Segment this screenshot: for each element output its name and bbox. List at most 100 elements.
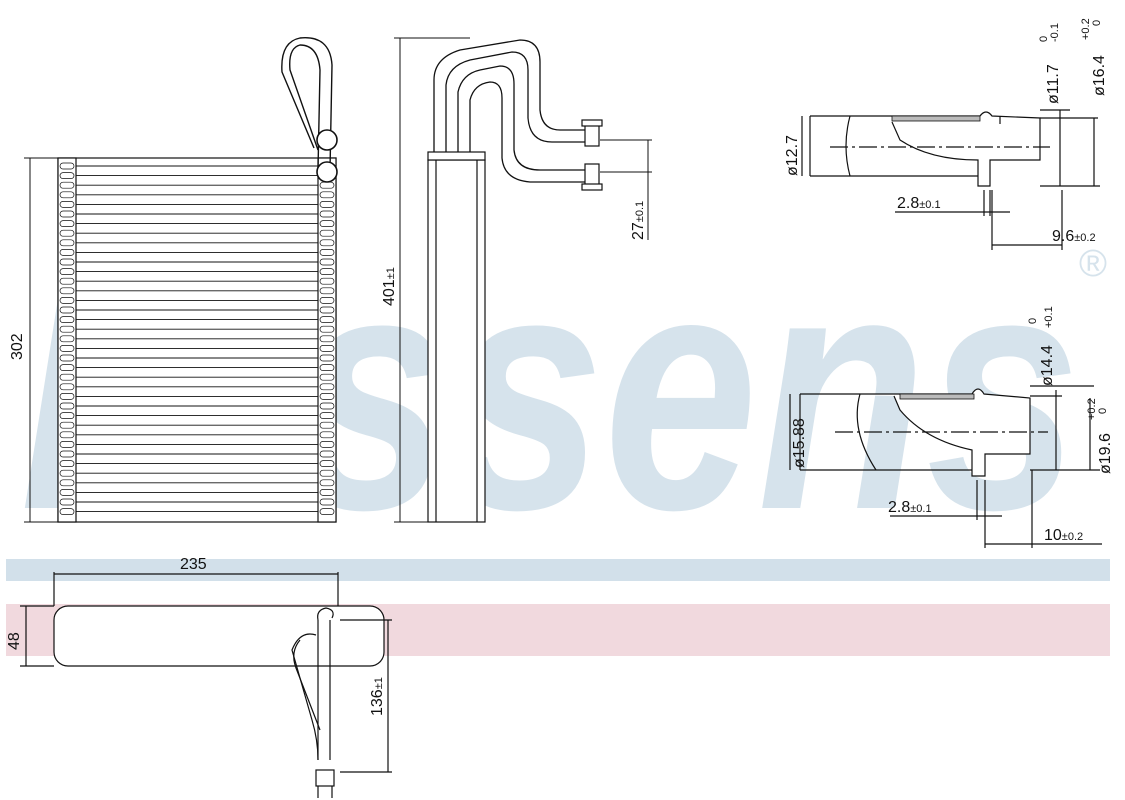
tube-end-left [59, 287, 75, 295]
tube-end-right [319, 249, 335, 256]
side-core [427, 159, 486, 523]
top-down-core [53, 605, 385, 667]
side-pipe-2 [445, 51, 585, 152]
tube-end-right [319, 421, 335, 429]
tube-end-left [59, 191, 75, 199]
fitting-bottom-d-mid: ø14.4 [1039, 345, 1056, 386]
dim-pipe-spacing [600, 139, 652, 240]
blue-band [6, 559, 1110, 581]
tube-end-right [319, 335, 335, 343]
tube-end-right [319, 201, 335, 208]
tube-end-right [319, 191, 335, 199]
core-fins [59, 162, 335, 515]
tube-end-left [59, 239, 75, 247]
tube-end-right [319, 450, 335, 458]
bottom-pipe-fitting [315, 769, 335, 787]
tube-end-left [59, 441, 75, 448]
tube-end-right [319, 220, 335, 227]
tube-end-left [59, 172, 75, 179]
tube-end-right [319, 431, 335, 439]
tube-end-left [59, 277, 75, 285]
tube-end-right [319, 489, 335, 496]
fitting-bottom-d-flange: ø19.6 [1097, 433, 1114, 474]
fitting-bottom-d-flange-lower: 0 [1097, 408, 1109, 414]
fitting-top-d-outer: ø12.7 [784, 135, 801, 176]
tube-end-left [59, 402, 75, 410]
tube-end-left [59, 297, 75, 304]
tube-end-right [319, 210, 335, 218]
tube-end-left [59, 345, 75, 352]
tube-end-left [59, 450, 75, 458]
registered-mark: ® [1079, 243, 1107, 285]
tube-end-left [59, 220, 75, 227]
tube-end-right [319, 364, 335, 371]
tube-end-right [319, 287, 335, 295]
fitting-top-collar: 2.8±0.1 [897, 195, 941, 212]
tube-end-left [59, 258, 75, 266]
fitting-bottom-d-mid-upper: 0 [1027, 318, 1039, 324]
tube-end-left [59, 306, 75, 314]
dim-height-side [394, 37, 470, 523]
tube-end-right [319, 469, 335, 477]
tube-end-right [319, 354, 335, 362]
tube-end-right [319, 306, 335, 314]
fitting-bottom-d-flange-upper: +0.2 [1086, 398, 1098, 420]
tube-end-left [59, 373, 75, 381]
tube-end-left [59, 469, 75, 477]
tube-end-left [59, 268, 75, 275]
side-flange-upper [584, 123, 600, 147]
fitting-top-length: 9.6±0.2 [1052, 228, 1096, 245]
tube-end-left [59, 393, 75, 400]
tube-end-right [319, 508, 335, 515]
tube-end-right [319, 383, 335, 391]
tube-end-right [319, 441, 335, 448]
core-outline [57, 157, 337, 523]
fitting-bottom-collar: 2.8±0.1 [888, 499, 932, 516]
dim-height-main [24, 157, 58, 523]
front-view [57, 37, 338, 523]
tube-end-left [59, 325, 75, 333]
dim-width-bottom-label: 235 [180, 556, 207, 573]
side-flange-lower [584, 163, 600, 187]
tube-end-left [59, 412, 75, 419]
tube-end-right [319, 277, 335, 285]
fitting-bottom-detail [789, 385, 1102, 548]
tube-end-right [319, 345, 335, 352]
tube-end-left [59, 508, 75, 515]
tube-end-right [319, 479, 335, 487]
front-pipe-flange-upper [316, 129, 338, 151]
side-pipe-3 [457, 65, 585, 171]
tube-end-left [59, 364, 75, 371]
tube-end-left [59, 162, 75, 170]
tube-end-right [319, 325, 335, 333]
tube-end-right [319, 498, 335, 506]
tube-end-right [319, 229, 335, 237]
dim-bottom-pipe-label: 136±1 [369, 677, 386, 716]
tube-end-left [59, 316, 75, 323]
side-view [427, 39, 603, 523]
tube-end-left [59, 249, 75, 256]
fitting-bottom-d-mid-lower: +0.1 [1043, 306, 1055, 328]
fitting-top-detail [801, 109, 1100, 250]
fitting-top-d-flange-upper: +0.2 [1080, 18, 1092, 40]
fitting-top-d-mid-lower: -0.1 [1049, 23, 1061, 42]
tube-end-right [319, 412, 335, 419]
tube-end-right [319, 268, 335, 275]
tube-end-left [59, 421, 75, 429]
tube-end-left [59, 354, 75, 362]
side-pipe-4 [469, 81, 585, 183]
tube-end-right [319, 373, 335, 381]
tube-end-right [319, 393, 335, 400]
tube-end-right [319, 258, 335, 266]
front-pipe-flange-lower [316, 161, 338, 183]
tube-end-left [59, 460, 75, 467]
tube-end-left [59, 181, 75, 189]
tube-end-right [319, 239, 335, 247]
side-pipe-1 [433, 39, 585, 152]
dim-pipe-spacing-label: 27±0.1 [630, 201, 647, 240]
fitting-top-d-mid-upper: 0 [1038, 36, 1050, 42]
tube-end-right [319, 316, 335, 323]
tube-end-left [59, 431, 75, 439]
dim-height-main-label: 302 [9, 333, 26, 360]
